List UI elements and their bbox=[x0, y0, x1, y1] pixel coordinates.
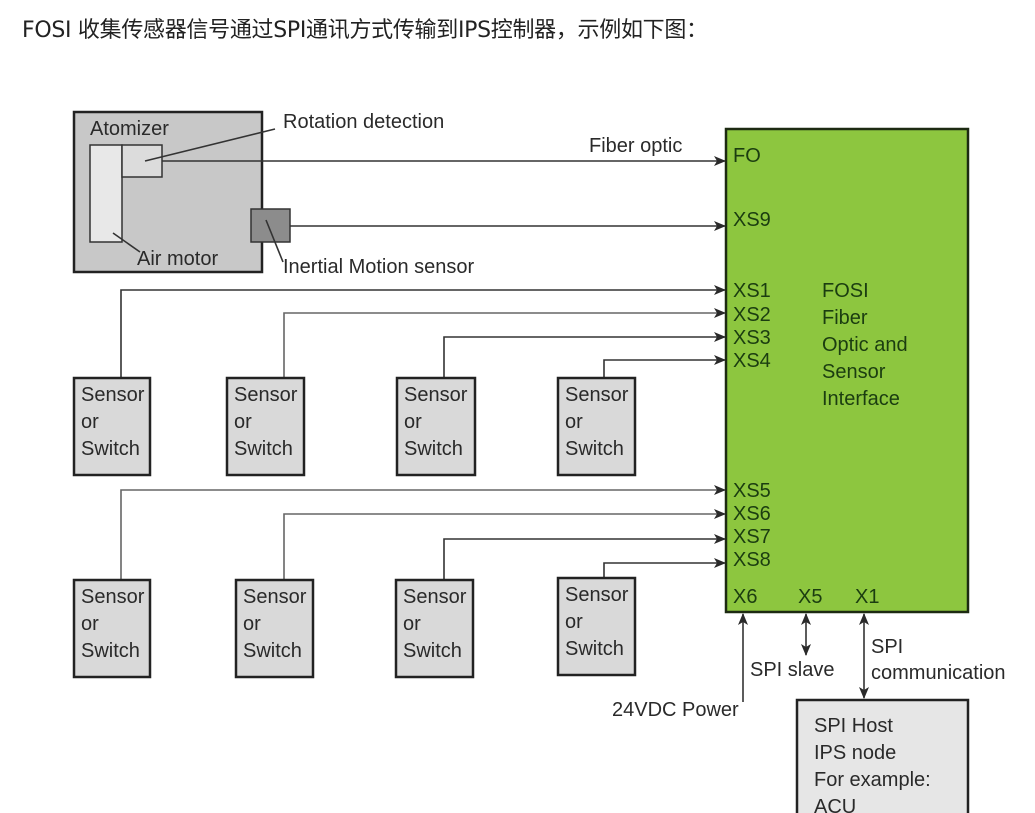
svg-text:Switch: Switch bbox=[243, 640, 302, 662]
sensor-5-to-xs5-wire bbox=[120, 485, 726, 580]
fosi-interface-box bbox=[724, 127, 970, 614]
svg-text:IPS node: IPS node bbox=[814, 742, 896, 764]
svg-text:or: or bbox=[234, 411, 252, 433]
spi-communication-label-line-2: communication bbox=[871, 662, 1006, 684]
pin-fo: FO bbox=[733, 145, 761, 167]
svg-text:or: or bbox=[81, 613, 99, 635]
svg-text:or: or bbox=[404, 411, 422, 433]
svg-text:Sensor: Sensor bbox=[81, 384, 145, 406]
pin-x5: X5 bbox=[798, 586, 822, 608]
rotation-detection-block bbox=[121, 144, 163, 178]
spi-communication-label-line-1: SPI bbox=[871, 636, 903, 658]
rotation-detection-label: Rotation detection bbox=[283, 111, 444, 133]
sensor-box-row1-4: Sensor or Switch bbox=[556, 376, 637, 477]
pin-x6: X6 bbox=[733, 586, 757, 608]
rotation-leader-line bbox=[144, 128, 276, 162]
pin-xs5: XS5 bbox=[733, 480, 771, 502]
sensor-box-row1-2: Sensor or Switch bbox=[225, 376, 306, 477]
air-motor-leader-line bbox=[112, 232, 141, 253]
inertial-motion-sensor-label: Inertial Motion sensor bbox=[283, 256, 475, 278]
svg-text:or: or bbox=[243, 613, 261, 635]
svg-text:Sensor: Sensor bbox=[565, 384, 629, 406]
pin-xs6: XS6 bbox=[733, 503, 771, 525]
svg-text:Sensor: Sensor bbox=[81, 586, 145, 608]
svg-text:Sensor: Sensor bbox=[243, 586, 307, 608]
pin-xs8: XS8 bbox=[733, 549, 771, 571]
atomizer-title: Atomizer bbox=[90, 118, 169, 140]
svg-text:SPI Host: SPI Host bbox=[814, 715, 893, 737]
fosi-title-line-2: Fiber bbox=[822, 307, 868, 329]
sensor-3-to-xs3-wire bbox=[443, 332, 726, 378]
svg-text:Switch: Switch bbox=[565, 638, 624, 660]
svg-text:or: or bbox=[403, 613, 421, 635]
sensor-box-row1-1: Sensor or Switch bbox=[72, 376, 152, 477]
sensor-4-to-xs4-wire bbox=[603, 355, 726, 378]
svg-text:Switch: Switch bbox=[404, 438, 463, 460]
svg-text:Sensor: Sensor bbox=[565, 584, 629, 606]
fiber-optic-label: Fiber optic bbox=[589, 135, 682, 157]
svg-text:Switch: Switch bbox=[81, 640, 140, 662]
svg-text:or: or bbox=[565, 611, 583, 633]
svg-text:or: or bbox=[81, 411, 99, 433]
svg-text:Switch: Switch bbox=[234, 438, 293, 460]
svg-text:ACU: ACU bbox=[814, 796, 856, 813]
caption-text: FOSI 收集传感器信号通过SPI通讯方式传输到IPS控制器，示例如下图： bbox=[22, 18, 708, 43]
fosi-title-line-3: Optic and bbox=[822, 334, 908, 356]
sensor-8-to-xs8-wire bbox=[603, 558, 726, 580]
pin-x1: X1 bbox=[855, 586, 879, 608]
fosi-title-line-4: Sensor bbox=[822, 361, 886, 383]
fosi-title-line-1: FOSI bbox=[822, 280, 869, 302]
svg-text:Sensor: Sensor bbox=[403, 586, 467, 608]
sensor-box-row2-1: Sensor or Switch bbox=[72, 578, 152, 679]
svg-text:For example:: For example: bbox=[814, 769, 931, 791]
sensor-2-to-xs2-wire bbox=[283, 308, 726, 378]
sensor-7-to-xs7-wire bbox=[443, 534, 726, 580]
pin-xs3: XS3 bbox=[733, 327, 771, 349]
sensor-1-to-xs1-wire bbox=[120, 285, 726, 378]
svg-text:or: or bbox=[565, 411, 583, 433]
sensor-box-row1-3: Sensor or Switch bbox=[395, 376, 477, 477]
air-motor-block bbox=[89, 144, 123, 243]
pin-xs1: XS1 bbox=[733, 280, 771, 302]
air-motor-label: Air motor bbox=[137, 248, 218, 270]
spi-host-box: SPI Host IPS node For example: ACU bbox=[795, 698, 970, 813]
sensor-box-row2-4: Sensor or Switch bbox=[556, 576, 637, 677]
inertial-leader-line bbox=[265, 219, 284, 263]
fosi-title-line-5: Interface bbox=[822, 388, 900, 410]
sensor-box-row2-2: Sensor or Switch bbox=[234, 578, 315, 679]
pin-xs2: XS2 bbox=[733, 304, 771, 326]
power-label: 24VDC Power bbox=[612, 699, 739, 721]
sensor-6-to-xs6-wire bbox=[283, 509, 726, 580]
svg-text:Switch: Switch bbox=[565, 438, 624, 460]
svg-text:Switch: Switch bbox=[403, 640, 462, 662]
svg-text:Switch: Switch bbox=[81, 438, 140, 460]
svg-text:Sensor: Sensor bbox=[234, 384, 298, 406]
spi-slave-label: SPI slave bbox=[750, 659, 834, 681]
svg-text:Sensor: Sensor bbox=[404, 384, 468, 406]
pin-xs7: XS7 bbox=[733, 526, 771, 548]
inertial-motion-sensor-block bbox=[250, 208, 291, 243]
pin-xs4: XS4 bbox=[733, 350, 771, 372]
pin-xs9: XS9 bbox=[733, 209, 771, 231]
sensor-box-row2-3: Sensor or Switch bbox=[394, 578, 475, 679]
